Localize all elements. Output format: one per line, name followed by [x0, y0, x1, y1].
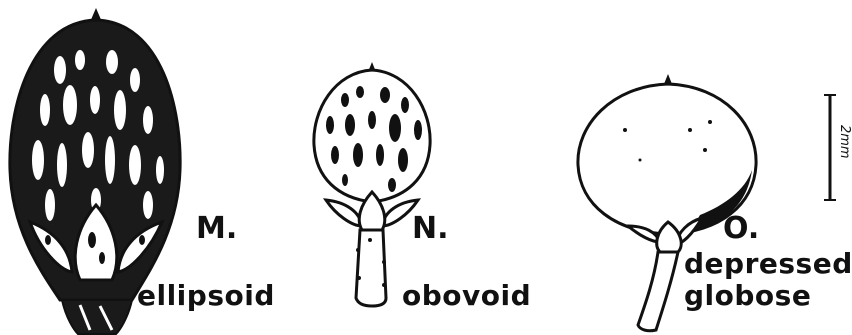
panel-o-letter: O. [723, 214, 759, 244]
panel-o-shape-label-line1: depressed- [684, 250, 852, 278]
fruit-o-pedicel [638, 252, 678, 331]
fruit-n-calyx [326, 192, 418, 230]
fruit-n-obovoid [314, 62, 430, 306]
scale-bar [824, 95, 836, 200]
panel-o-shape-label-line2: globose [684, 282, 811, 310]
panel-n-shape-label: obovoid [402, 282, 531, 310]
scale-bar-label: 2mm [837, 125, 852, 159]
fruit-n-body [314, 70, 430, 202]
panel-m-shape-label: ellipsoid [137, 282, 275, 310]
panel-m-letter: M. [196, 214, 237, 244]
panel-n-letter: N. [412, 214, 449, 244]
